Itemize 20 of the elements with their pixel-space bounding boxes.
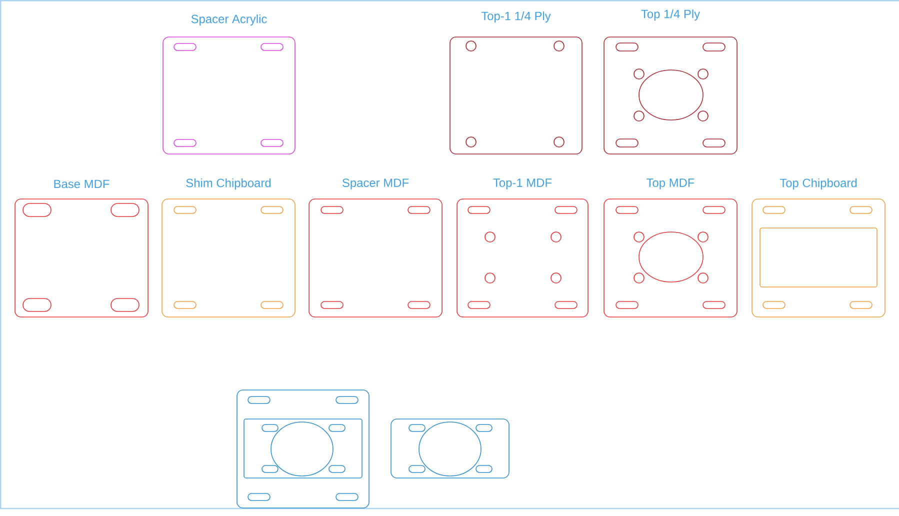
- plate-drawing: Top MDF: [604, 178, 738, 318]
- node-label: Top-1 1/4 Ply: [481, 11, 551, 23]
- plate-drawing: Base MDF: [14, 180, 148, 318]
- plate-drawing: Top-1 1/4 Ply: [450, 11, 582, 154]
- plate-drawing: Top-1 MDF: [456, 178, 588, 318]
- node-label: Base MDF: [54, 180, 110, 188]
- plate-drawing: Spacer Acrylic: [162, 14, 296, 154]
- node-label: Top Chipboard: [780, 178, 857, 190]
- node-label: Shim Chipboard: [186, 178, 271, 190]
- node-label: Top-1 MDF: [493, 178, 552, 190]
- node-label: Top MDF: [646, 178, 694, 190]
- plate-drawing: Shim Chipboard: [162, 178, 296, 318]
- plate-drawing: Spacer MDF: [308, 178, 442, 318]
- node-label: Top 1/4 Ply: [641, 9, 700, 21]
- plate-drawing: Top Chipboard: [752, 178, 886, 318]
- node-label: Spacer MDF: [342, 178, 409, 190]
- plate-drawing: Top 1/4 Ply: [604, 9, 738, 154]
- plate-drawing: [236, 390, 370, 508]
- node-label: Spacer Acrylic: [191, 14, 267, 26]
- plate-drawing: [390, 418, 510, 478]
